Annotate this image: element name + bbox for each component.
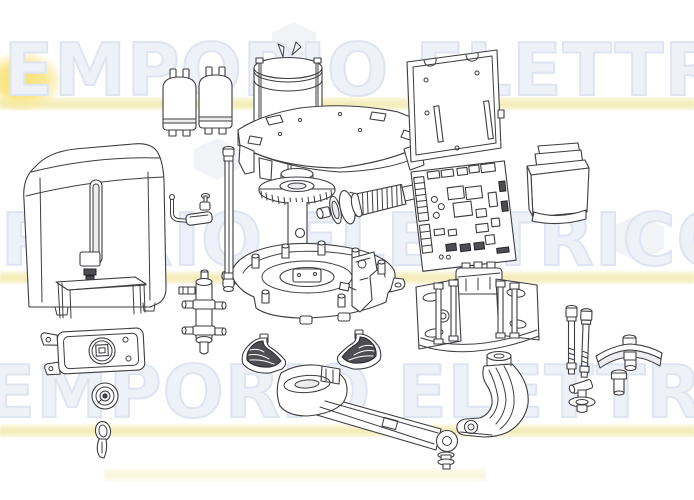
- gearbox-base-icon: [221, 240, 406, 325]
- support-bracket-icon: [338, 251, 378, 313]
- limit-stop-shoe-icon: [241, 333, 287, 374]
- grease-fitting-icon: [568, 379, 596, 414]
- release-lever-icon: [168, 192, 213, 226]
- capacitor-icon: [162, 68, 197, 137]
- release-valve-icon: [178, 269, 227, 355]
- fixing-bolt-icon: [579, 308, 593, 378]
- control-board-pcb-icon: [410, 160, 517, 272]
- transformer-icon: [526, 142, 590, 225]
- stub-bolt-icon: [610, 369, 628, 396]
- mounting-base-plate-icon: [55, 276, 147, 319]
- limit-stop-shoe-icon: [336, 329, 382, 370]
- straight-arm-icon: [276, 364, 459, 470]
- worm-drive-shaft-icon: [316, 183, 426, 225]
- fixing-bolt-icon: [565, 304, 578, 375]
- front-mounting-bracket-icon: [415, 261, 540, 353]
- watermark-stripe: [104, 468, 486, 481]
- curved-arm-icon: [456, 350, 529, 438]
- motor-flange-plate-icon: [237, 105, 431, 181]
- gate-bracket-icon: [595, 334, 663, 372]
- back-mounting-plate-icon: [406, 49, 505, 163]
- lock-faceplate-icon: [40, 327, 146, 376]
- lock-cylinder-icon: [91, 382, 119, 410]
- watermark-text: EMPORIO ELETTRICO: [3, 28, 694, 112]
- connecting-rod-icon: [222, 145, 235, 293]
- capacitor-icon: [198, 66, 233, 135]
- watermark-stripe: [0, 424, 694, 437]
- release-key-icon: [94, 420, 112, 459]
- housing-cover-icon: [23, 143, 167, 316]
